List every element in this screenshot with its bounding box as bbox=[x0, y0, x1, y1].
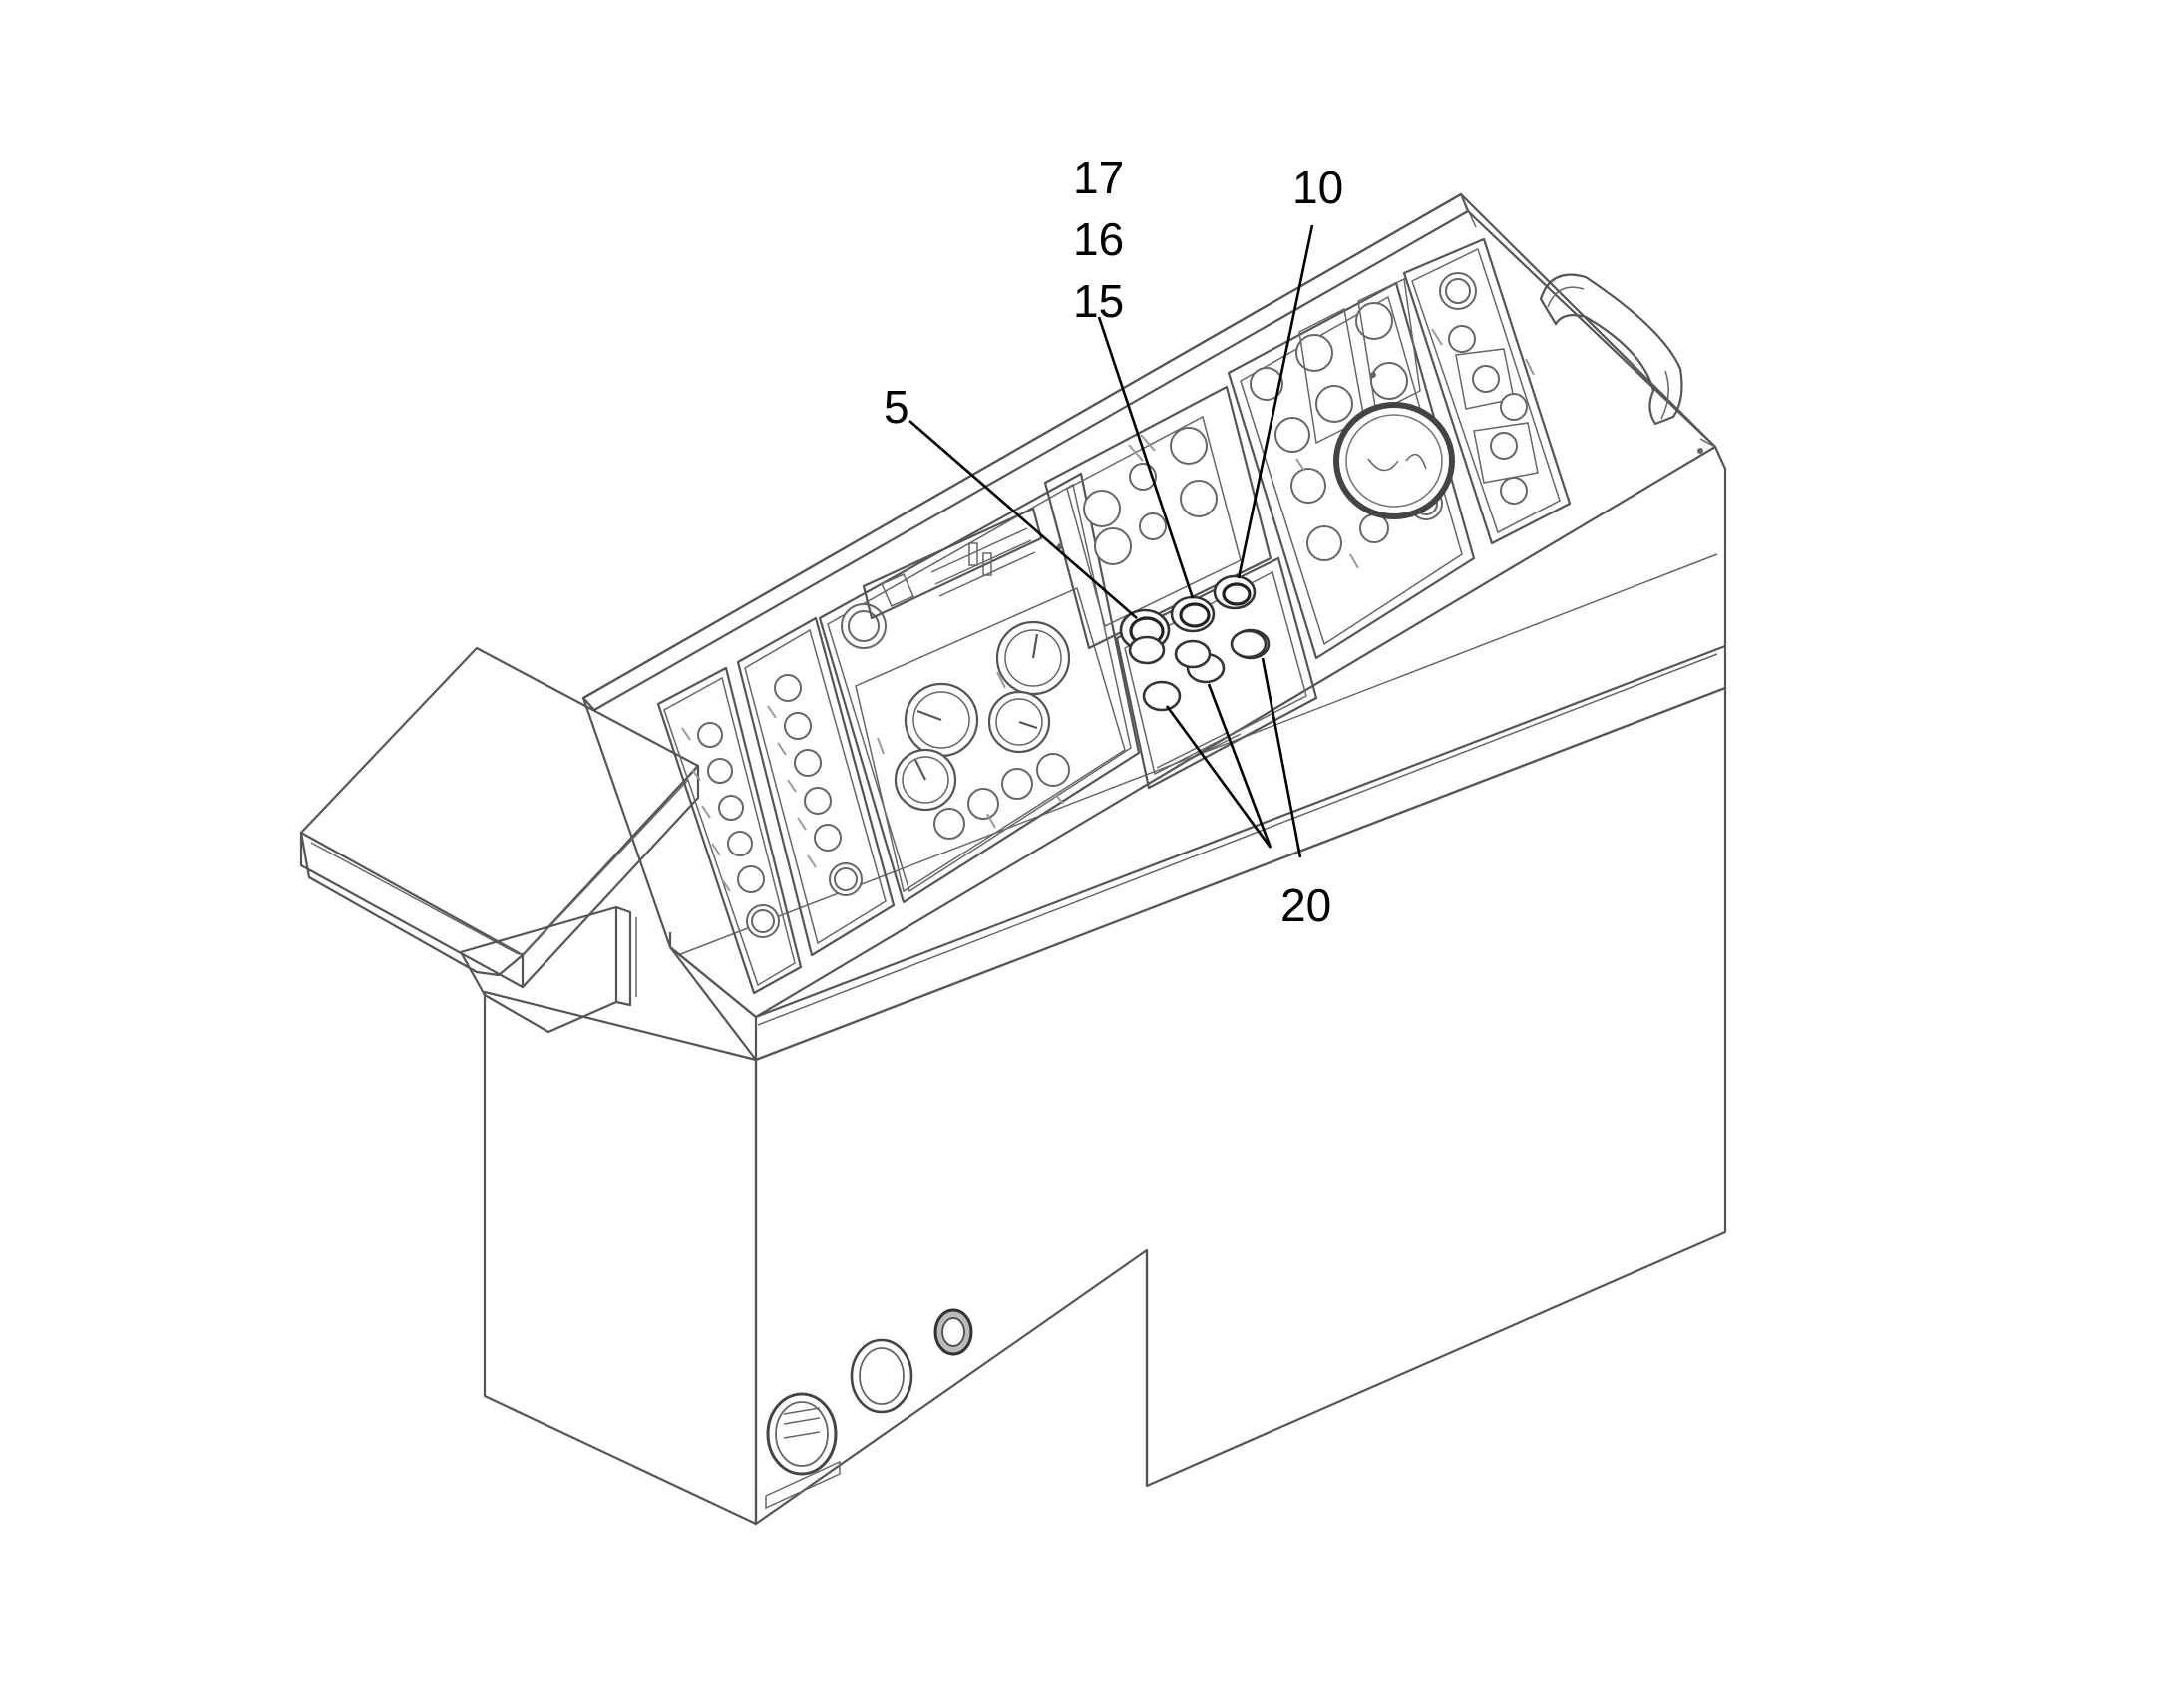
leader-lines bbox=[908, 224, 1314, 858]
front-connectors bbox=[765, 1308, 973, 1510]
callout-15: 15 bbox=[1073, 275, 1124, 327]
item-10-knob bbox=[1213, 574, 1257, 610]
callout-labels: 17 16 15 10 5 20 bbox=[884, 152, 1343, 931]
control-panel-face bbox=[581, 192, 1727, 1019]
callout-16: 16 bbox=[1073, 213, 1124, 265]
callout-20: 20 bbox=[1280, 879, 1331, 931]
item-20-holes bbox=[1128, 628, 1271, 712]
panel-module-1 bbox=[656, 666, 803, 995]
panel-screws bbox=[1057, 372, 1703, 549]
panel-module-6 bbox=[1227, 277, 1476, 660]
panel-module-2 bbox=[736, 616, 896, 957]
panel-module-4 bbox=[1043, 385, 1272, 650]
callout-5: 5 bbox=[884, 381, 909, 433]
panel-module-7 bbox=[1402, 237, 1572, 545]
display-hood bbox=[299, 646, 700, 1034]
panel-module-gauges bbox=[818, 472, 1141, 904]
console-handle bbox=[1539, 273, 1683, 426]
cabinet-body bbox=[483, 553, 1727, 1526]
callout-10: 10 bbox=[1292, 162, 1343, 213]
callout-17: 17 bbox=[1073, 152, 1124, 203]
item-15-knob bbox=[1170, 595, 1216, 633]
